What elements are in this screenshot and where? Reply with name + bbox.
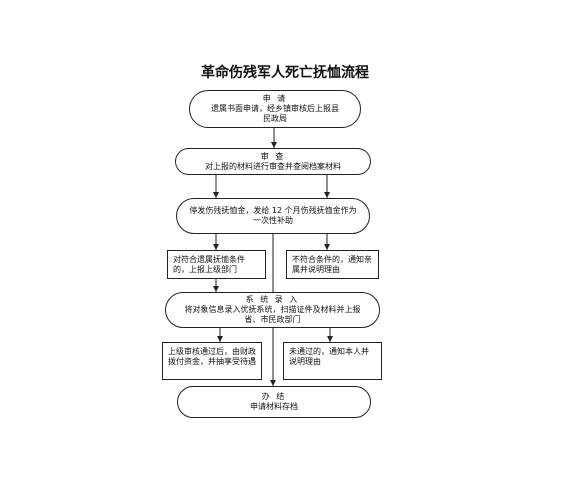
node-approved: 上级审核通过后，由财政拨付资金，并抽享受待遇 (162, 342, 262, 380)
node-eligible-yes-text: 对符合遗属抚恤条件的，上报上级部门 (173, 255, 245, 274)
node-finish: 办 结 申请材料存档 (177, 386, 371, 418)
node-rejected: 未通过的，通知本人并说明理由 (283, 342, 382, 380)
node-finish-text: 申请材料存档 (250, 402, 298, 411)
node-apply-heading: 申 请 (262, 94, 288, 103)
node-approved-text: 上级审核通过后，由财政拨付资金，并抽享受待遇 (168, 347, 256, 366)
node-entry: 系 统 录 入 将对象信息录入优抚系统，扫描证件及材料并上报省、市民政部门 (165, 292, 380, 328)
node-review-heading: 审 查 (260, 151, 286, 161)
node-eligible-no-text: 不符合条件的，通知亲属并说明理由 (292, 255, 372, 274)
node-pay: 停发伤残抚恤金，发给 12 个月伤残抚恤金作为一次性补助 (176, 198, 370, 234)
node-review: 审 查 对上报的材料进行审查并查阅档案材料 (175, 148, 371, 175)
node-eligible-yes: 对符合遗属抚恤条件的，上报上级部门 (167, 250, 266, 279)
page-title: 革命伤残军人死亡抚恤流程 (201, 65, 369, 81)
node-review-text: 对上报的材料进行审查并查阅档案材料 (205, 161, 341, 171)
node-entry-text: 将对象信息录入优抚系统，扫描证件及材料并上报省、市民政部门 (184, 305, 361, 324)
node-eligible-no: 不符合条件的，通知亲属并说明理由 (286, 250, 379, 279)
node-pay-text: 停发伤残抚恤金，发给 12 个月伤残抚恤金作为一次性补助 (189, 206, 357, 225)
node-apply: 申 请 遗属书面申请，经乡镇审核后上报县民政局 (189, 90, 361, 128)
node-finish-heading: 办 结 (261, 392, 287, 401)
node-apply-text: 遗属书面申请，经乡镇审核后上报县民政局 (211, 104, 339, 123)
node-rejected-text: 未通过的，通知本人并说明理由 (289, 347, 369, 366)
node-entry-heading: 系 统 录 入 (245, 295, 300, 304)
